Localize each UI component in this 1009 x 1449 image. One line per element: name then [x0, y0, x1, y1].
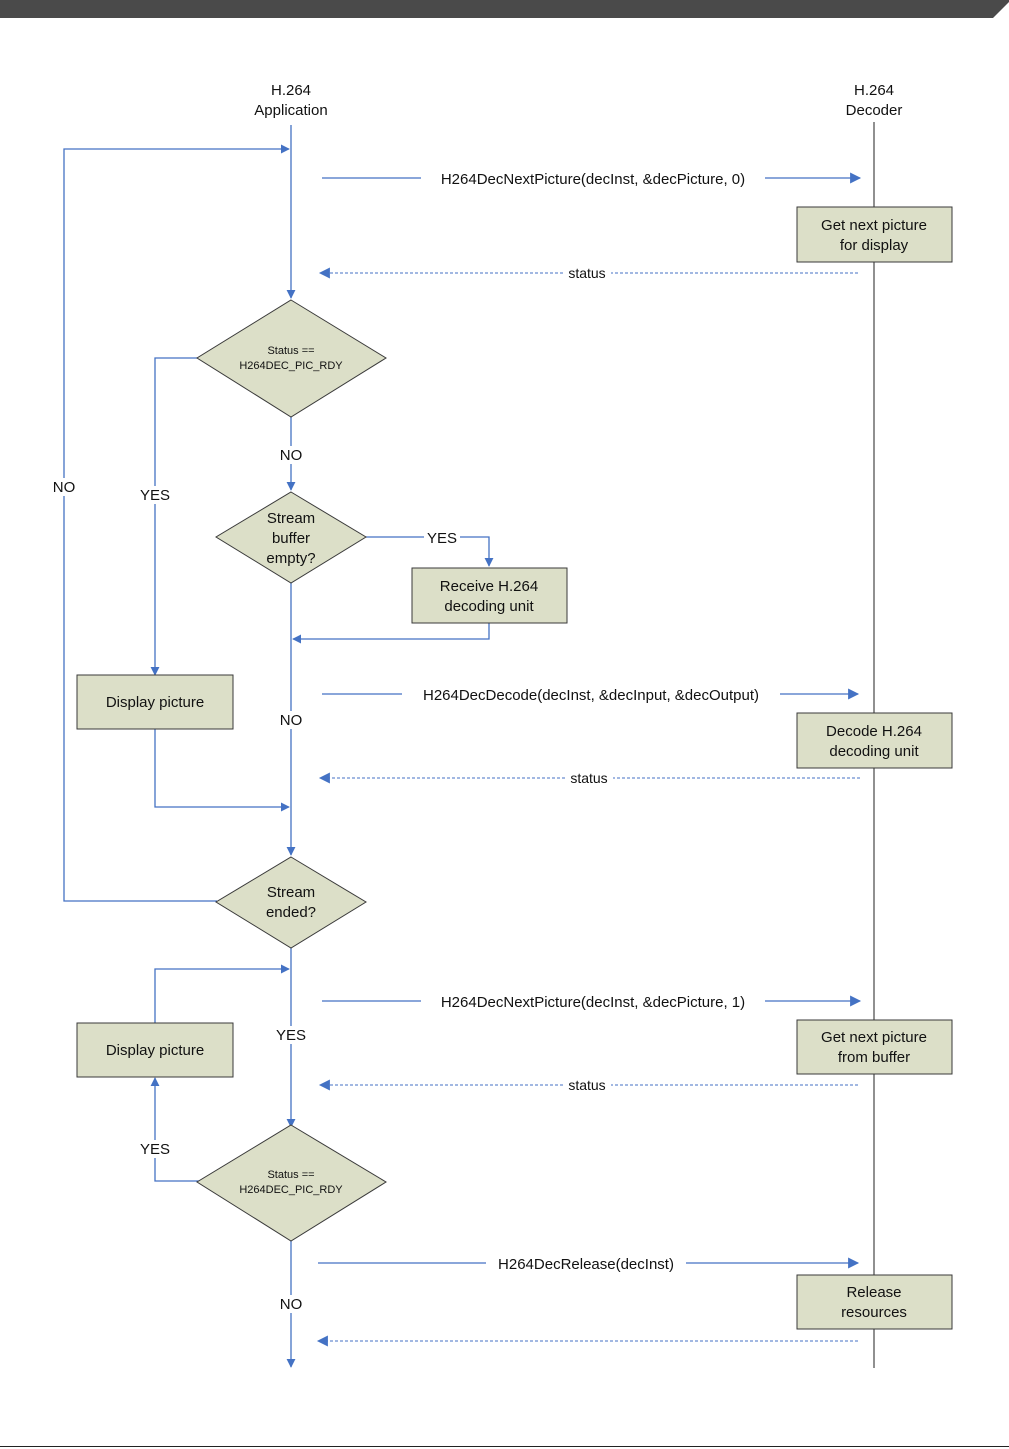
svg-text:YES: YES — [276, 1027, 306, 1044]
svg-text:for display: for display — [840, 237, 909, 254]
svg-text:Release: Release — [846, 1284, 901, 1301]
label-yes-ended: YES — [273, 1026, 309, 1044]
svg-text:H264DEC_PIC_RDY: H264DEC_PIC_RDY — [239, 360, 343, 372]
lane-decoder-subtitle: Decoder — [846, 102, 903, 119]
svg-text:Display picture: Display picture — [106, 1042, 204, 1059]
svg-text:H264DecNextPicture(decInst, &d: H264DecNextPicture(decInst, &decPicture,… — [441, 171, 745, 188]
svg-text:H264DecRelease(decInst): H264DecRelease(decInst) — [498, 1256, 674, 1273]
lane-application-title: H.264 — [271, 82, 311, 99]
svg-text:NO: NO — [53, 479, 76, 496]
return-arrows — [316, 267, 860, 1347]
svg-text:Decode H.264: Decode H.264 — [826, 723, 922, 740]
box-decode-decoding-unit: Decode H.264 decoding unit — [796, 712, 953, 769]
message-next-picture-1: H264DecNextPicture(decInst, &decPicture,… — [421, 991, 765, 1011]
message-release: H264DecRelease(decInst) — [486, 1253, 686, 1273]
decision-stream-buffer-empty: Stream buffer empty? — [215, 491, 367, 584]
svg-text:status: status — [568, 265, 605, 281]
box-display-picture-1: Display picture — [76, 674, 234, 730]
svg-text:ended?: ended? — [266, 904, 316, 921]
svg-text:NO: NO — [280, 447, 303, 464]
svg-text:NO: NO — [280, 1296, 303, 1313]
message-decode: H264DecDecode(decInst, &decInput, &decOu… — [402, 684, 780, 704]
message-status-3: status — [563, 1077, 611, 1095]
lane-decoder-title: H.264 — [854, 82, 894, 99]
svg-text:buffer: buffer — [272, 530, 310, 547]
svg-text:Get next picture: Get next picture — [821, 217, 927, 234]
box-release-resources: Release resources — [796, 1274, 953, 1330]
svg-text:decoding unit: decoding unit — [829, 743, 919, 760]
box-get-next-picture-buffer: Get next picture from buffer — [796, 1019, 953, 1075]
label-no-status-1: NO — [277, 446, 305, 464]
svg-text:Receive H.264: Receive H.264 — [440, 578, 538, 595]
svg-text:YES: YES — [140, 1141, 170, 1158]
page-footer-rule — [0, 1446, 1009, 1447]
svg-text:Get next picture: Get next picture — [821, 1029, 927, 1046]
svg-text:H264DEC_PIC_RDY: H264DEC_PIC_RDY — [239, 1184, 343, 1196]
box-display-picture-2: Display picture — [76, 1022, 234, 1078]
svg-text:H264DecNextPicture(decInst, &d: H264DecNextPicture(decInst, &decPicture,… — [441, 994, 745, 1011]
label-yes-display-2: YES — [137, 1140, 173, 1158]
svg-text:status: status — [568, 1077, 605, 1093]
call-arrows — [318, 172, 862, 1269]
page-header-banner — [0, 0, 1009, 18]
label-no-buffer: NO — [277, 711, 305, 729]
svg-text:YES: YES — [140, 487, 170, 504]
svg-text:empty?: empty? — [266, 550, 315, 567]
message-status-2: status — [565, 770, 613, 788]
svg-text:from buffer: from buffer — [838, 1049, 910, 1066]
svg-text:resources: resources — [841, 1304, 907, 1321]
svg-text:decoding unit: decoding unit — [444, 598, 534, 615]
svg-text:Status ==: Status == — [267, 345, 314, 357]
svg-text:Stream: Stream — [267, 510, 315, 527]
box-receive-decoding-unit: Receive H.264 decoding unit — [411, 567, 568, 624]
svg-text:Display picture: Display picture — [106, 694, 204, 711]
decision-stream-ended: Stream ended? — [215, 856, 367, 949]
svg-text:YES: YES — [427, 530, 457, 547]
label-yes-display-1: YES — [137, 486, 173, 504]
svg-text:status: status — [570, 770, 607, 786]
lane-application-subtitle: Application — [254, 102, 327, 119]
box-get-next-picture-display: Get next picture for display — [796, 206, 953, 263]
label-yes-receive: YES — [424, 529, 460, 547]
message-next-picture-0: H264DecNextPicture(decInst, &decPicture,… — [421, 168, 765, 188]
svg-text:Stream: Stream — [267, 884, 315, 901]
message-status-1: status — [563, 265, 611, 283]
label-no-loop: NO — [50, 478, 78, 496]
svg-text:Status ==: Status == — [267, 1169, 314, 1181]
decision-status-rdy-2: Status == H264DEC_PIC_RDY — [196, 1124, 387, 1242]
branch-connectors — [63, 144, 494, 1182]
decision-status-rdy-1: Status == H264DEC_PIC_RDY — [196, 299, 387, 418]
svg-text:H264DecDecode(decInst, &decInp: H264DecDecode(decInst, &decInput, &decOu… — [423, 687, 759, 704]
svg-text:NO: NO — [280, 712, 303, 729]
label-no-end: NO — [277, 1295, 305, 1313]
